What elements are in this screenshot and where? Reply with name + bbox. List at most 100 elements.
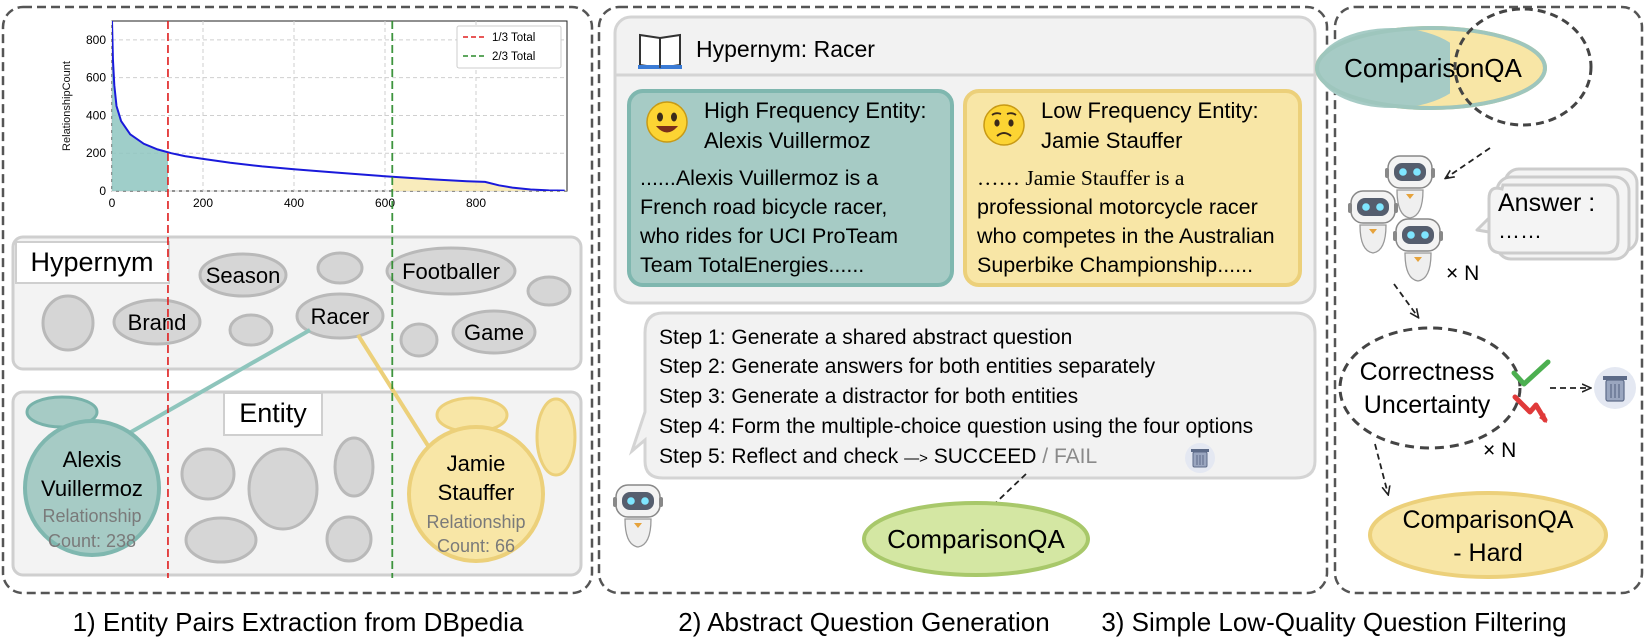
- y-tick-label: 800: [86, 33, 106, 47]
- entity-alexis-vuillermoz: Alexis Vuillermoz Relationship Count: 23…: [23, 419, 161, 557]
- trash-icon: [1185, 443, 1215, 473]
- panel-1-frame: [1, 5, 594, 595]
- low-text-1: …… Jamie Stauffer is a: [977, 166, 1185, 190]
- high-frequency-card: [627, 89, 954, 287]
- comparisonqa-result: [862, 501, 1090, 577]
- alexis-name-1: Alexis: [63, 447, 122, 472]
- high-text-2: French road bicycle racer,: [640, 195, 887, 219]
- caption-panel-1: 1) Entity Pairs Extraction from DBpedia: [73, 607, 524, 637]
- low-title-2: Jamie Stauffer: [1041, 128, 1182, 153]
- answer-dots: ……: [1498, 218, 1542, 243]
- y-tick-label: 600: [86, 71, 106, 85]
- high-text-1: ......Alexis Vuillermoz is a: [640, 166, 878, 190]
- comparisonqa-top-label: ComparisonQA: [1344, 53, 1522, 83]
- high-text-3: who rides for UCI ProTeam: [639, 224, 898, 248]
- step-4: Step 4: Form the multiple-choice questio…: [659, 415, 1253, 438]
- robot-group-icons: [1347, 155, 1444, 282]
- times-n-robots: × N: [1446, 262, 1479, 285]
- x-tick-label: 400: [284, 196, 304, 210]
- check-line-1: Correctness: [1360, 358, 1495, 386]
- threshold-lines: [167, 21, 394, 578]
- lightning-icon: [1512, 394, 1548, 423]
- comparisonqa-hard: [1368, 491, 1608, 579]
- legend-1-3-total: 1/3 Total: [492, 32, 535, 44]
- caption-panel-2: 2) Abstract Question Generation: [678, 607, 1049, 637]
- answer-bubble: Answer : ……: [1475, 167, 1639, 261]
- high-title-1: High Frequency Entity:: [704, 98, 927, 123]
- high-title-2: Alexis Vuillermoz: [704, 128, 871, 153]
- steps-bubble: [628, 311, 1317, 480]
- low-frequency-card: [963, 89, 1302, 287]
- racer-to-jamie-line: [356, 333, 434, 454]
- low-text-3: who competes in the Australian: [976, 224, 1275, 248]
- entity-label: Entity: [239, 398, 307, 428]
- robot-icon: [612, 484, 664, 548]
- y-tick-label: 400: [86, 108, 106, 122]
- trash-filter-icon: [1594, 367, 1636, 409]
- entity-yellow-tall: [535, 397, 577, 477]
- correctness-uncertainty: [1338, 326, 1522, 450]
- jamie-name-1: Jamie: [447, 451, 506, 476]
- step-5-prefix: Step 5: Reflect and check: [659, 445, 904, 468]
- arrow-to-hard: [1374, 443, 1388, 494]
- hypernym-brand: Brand: [128, 310, 187, 335]
- y-tick-label: 0: [99, 184, 106, 198]
- jamie-name-2: Stauffer: [438, 480, 515, 505]
- x-tick-label: 600: [375, 196, 395, 210]
- checkmark-icon: [1511, 359, 1551, 387]
- jamie-rel-1: Relationship: [426, 512, 525, 532]
- hypernym-season: Season: [206, 263, 281, 288]
- y-tick-labels: 0 200 400 600 800: [86, 33, 106, 198]
- step-5: Step 5: Reflect and check —> SUCCEED / F…: [659, 445, 1097, 468]
- comparisonqa-top: ComparisonQA: [1315, 7, 1593, 127]
- chart-legend: 1/3 Total 2/3 Total: [456, 25, 562, 69]
- times-n-check: × N: [1483, 439, 1516, 462]
- smiley-face-icon: [646, 101, 688, 143]
- hypernym-label: Hypernym: [30, 247, 153, 277]
- answer-label: Answer :: [1498, 189, 1595, 217]
- step-5-arrow: —>: [904, 450, 928, 467]
- entity-ellipses: [180, 436, 375, 564]
- high-text-4: Team TotalEnergies......: [640, 253, 864, 277]
- x-tick-label: 200: [193, 196, 213, 210]
- x-tick-label: 800: [466, 196, 486, 210]
- alexis-rel-1: Relationship: [42, 506, 141, 526]
- low-title-1: Low Frequency Entity:: [1041, 98, 1259, 123]
- step-2: Step 2: Generate answers for both entiti…: [659, 355, 1156, 378]
- hard-line-1: ComparisonQA: [1403, 506, 1574, 534]
- x-tick-labels: 0 200 400 600 800: [109, 196, 487, 210]
- hypernym-game: Game: [464, 320, 524, 345]
- arrow-to-check: [1393, 283, 1418, 317]
- jamie-rel-2: Count: 66: [437, 536, 515, 556]
- book-icon: [638, 33, 682, 70]
- hypernym-racer: Racer: [311, 304, 370, 329]
- check-line-2: Uncertainty: [1364, 391, 1491, 419]
- alexis-rel-2: Count: 238: [48, 531, 136, 551]
- entity-jamie-stauffer: Jamie Stauffer Relationship Count: 66: [407, 425, 545, 563]
- racer-to-alexis-line: [109, 328, 311, 446]
- panel-3-frame: [1333, 5, 1644, 595]
- alexis-name-2: Vuillermoz: [41, 476, 143, 501]
- step-5-succeed: SUCCEED: [928, 445, 1037, 468]
- arrow-to-robots: [1446, 147, 1491, 178]
- panel-2-frame: [597, 5, 1329, 595]
- y-tick-label: 200: [86, 146, 106, 160]
- caption-panel-3: 3) Simple Low-Quality Question Filtering: [1101, 607, 1566, 637]
- step-1: Step 1: Generate a shared abstract quest…: [659, 326, 1072, 349]
- hypernym-header: Hypernym: Racer: [696, 36, 875, 62]
- x-tick-label: 0: [109, 196, 116, 210]
- low-text-2: professional motorcycle racer: [977, 195, 1258, 219]
- relationship-count-chart: 0 200 400 600 800 0 200 400 600 800 Relationship…: [61, 20, 568, 210]
- y-axis-label: RelationshipCount: [61, 61, 73, 151]
- hypernym-ellipses: [41, 246, 572, 358]
- hard-line-2: - Hard: [1453, 539, 1522, 567]
- legend-2-3-total: 2/3 Total: [492, 51, 535, 63]
- step-3: Step 3: Generate a distractor for both e…: [659, 385, 1078, 408]
- hypernym-footballer: Footballer: [402, 259, 500, 284]
- series-line: [112, 21, 565, 191]
- low-text-4: Superbike Championship......: [977, 253, 1253, 277]
- worried-face-icon: [983, 104, 1025, 146]
- step-5-fail: / FAIL: [1036, 445, 1097, 468]
- comparisonqa-result-label: ComparisonQA: [887, 524, 1065, 554]
